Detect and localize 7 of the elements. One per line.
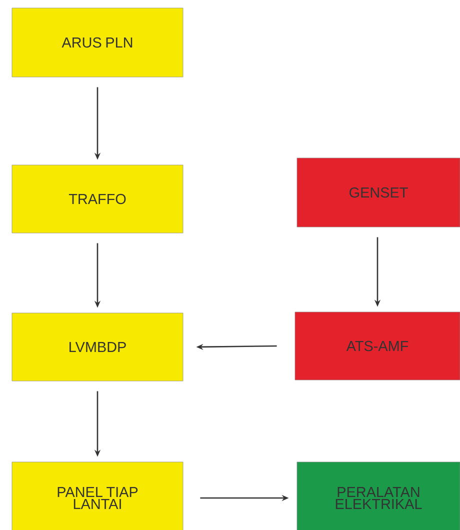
process-box: ATS-AMF [294,312,460,380]
process-box: PANEL TIAP LANTAI [12,462,184,530]
process-box: LVMBDP [12,312,184,382]
process-box: PERALATAN ELEKTRIKAL [296,462,460,530]
process-box: GENSET [296,158,460,228]
process-box: ARUS PLN [12,8,184,78]
process-box: TRAFFO [12,164,184,234]
